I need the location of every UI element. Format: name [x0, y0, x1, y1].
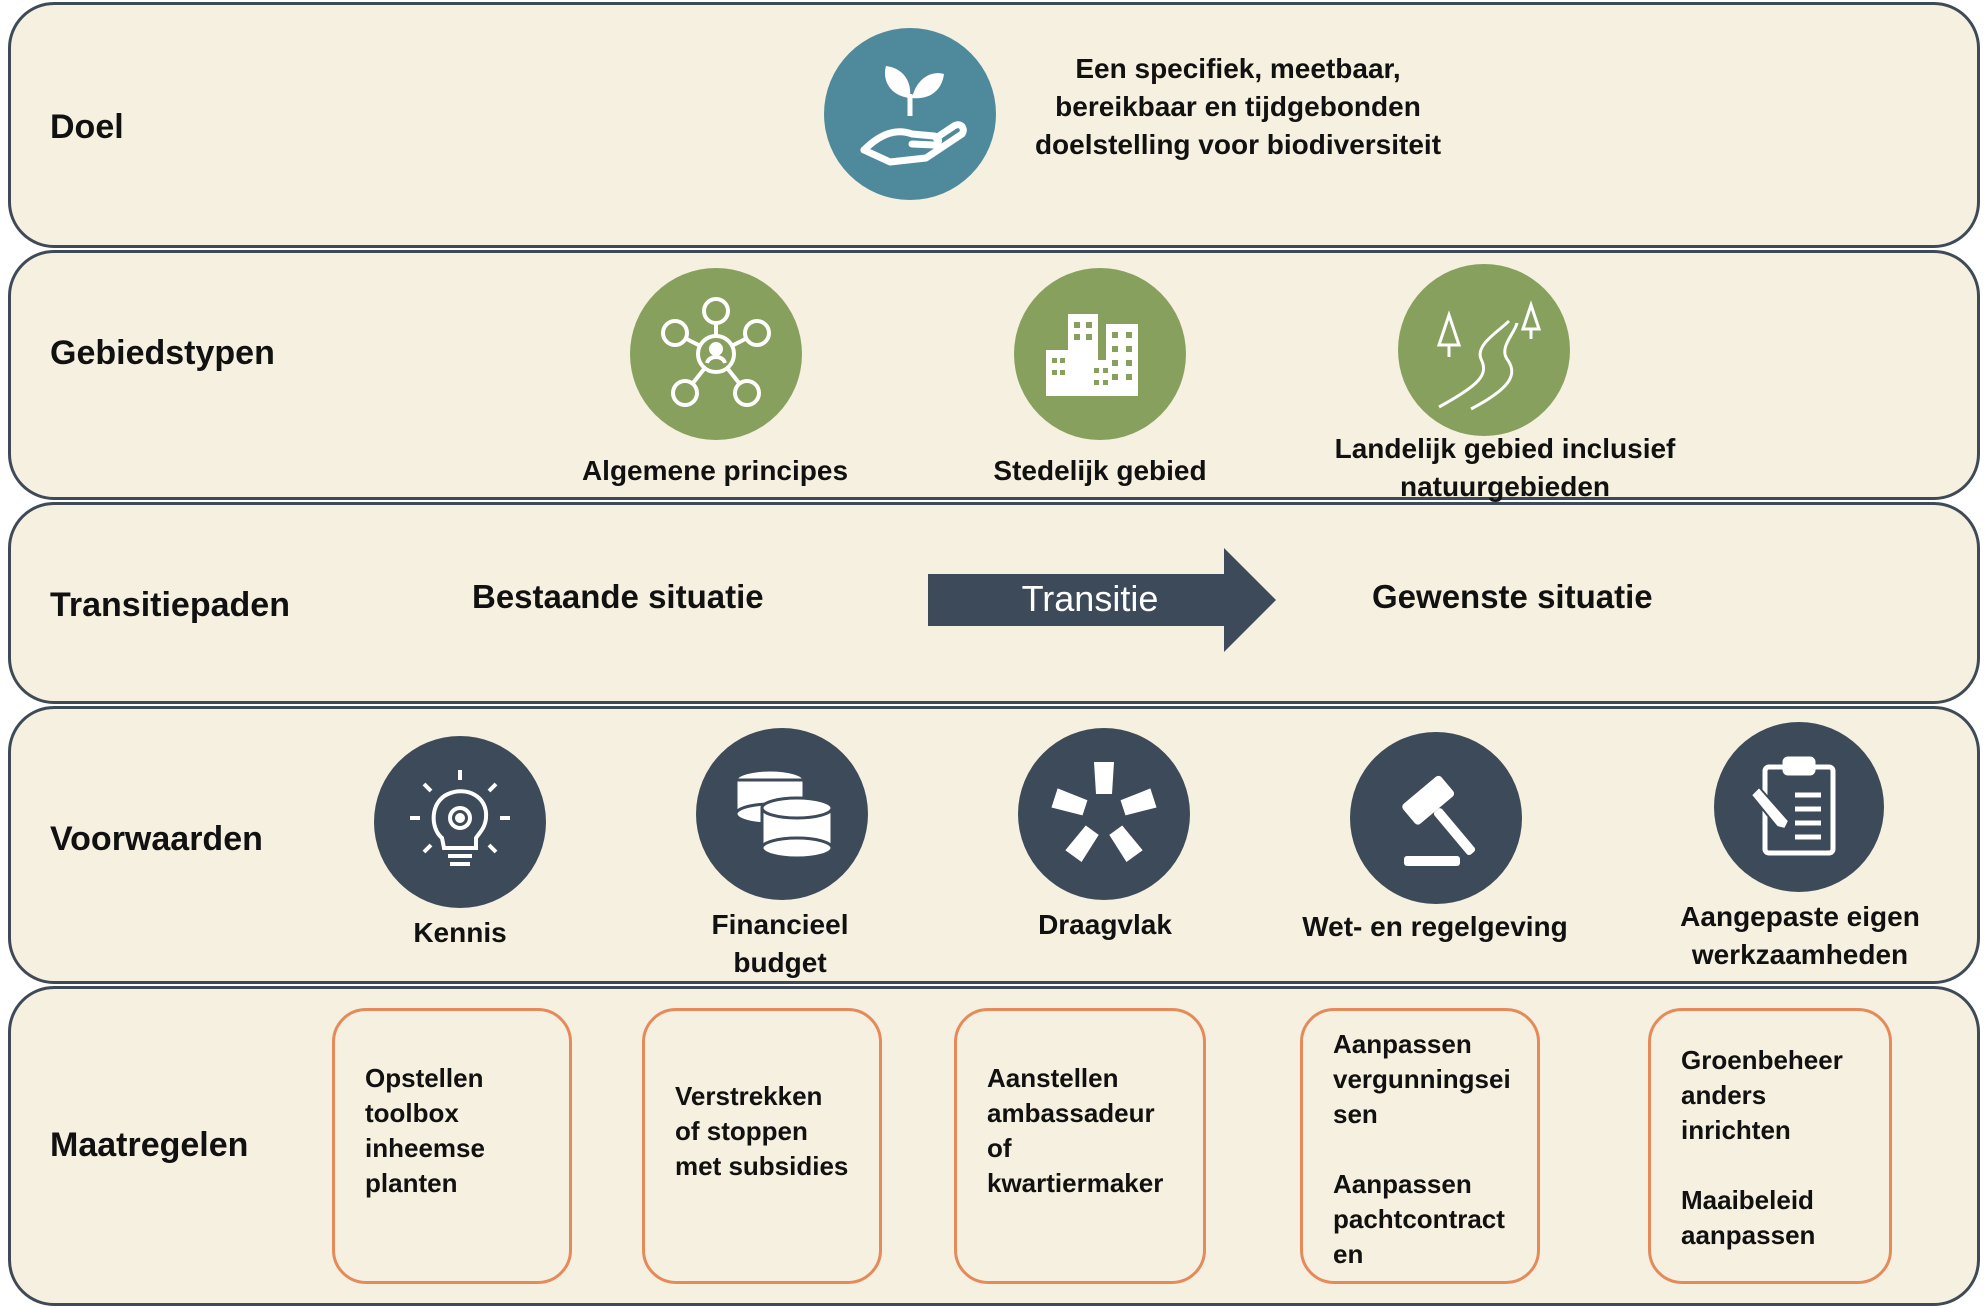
measures-row-label: Maatregelen — [50, 1126, 249, 1164]
coins-icon — [696, 728, 868, 900]
measure-card-toolbox: Opstellen toolbox inheemse planten — [332, 1008, 572, 1284]
measure-card-ambassador: Aanstellen ambassadeur of kwartiermaker — [954, 1008, 1206, 1284]
measure-card-permits: Aanpassen vergunningsei sen Aanpassen pa… — [1300, 1008, 1540, 1284]
measure-card-subsidies: Verstrekken of stoppen met subsidies — [642, 1008, 882, 1284]
conditions-band — [8, 706, 1980, 984]
rural-road-trees-icon — [1398, 264, 1570, 436]
area-type-label-urban: Stedelijk gebied — [993, 455, 1207, 486]
measure-text-toolbox: Opstellen toolbox inheemse planten — [365, 1063, 485, 1198]
hand-plant-icon — [824, 28, 996, 200]
area-type-label-general: Algemene principes — [581, 455, 849, 486]
measure-card-green-management: Groenbeheer anders inrichten Maaibeleid … — [1648, 1008, 1892, 1284]
transition-arrow-label: Transitie — [1021, 578, 1159, 619]
transition-arrow — [928, 548, 1276, 652]
lightbulb-gear-icon — [374, 736, 546, 908]
network-people-icon — [630, 268, 802, 440]
area-types-band — [8, 250, 1980, 500]
area-types-row-label: Gebiedstypen — [50, 334, 275, 372]
transition-row-label: Transitiepaden — [50, 586, 290, 624]
measure-text-ambassador: Aanstellen ambassadeur of kwartiermaker — [987, 1063, 1164, 1198]
joined-hands-icon — [1018, 728, 1190, 900]
condition-label-budget: Financieel budget — [711, 909, 849, 978]
measure-text-green-management: Groenbeheer anders inrichten Maaibeleid … — [1681, 1045, 1843, 1250]
desired-situation-label: Gewenste situatie — [1372, 578, 1653, 615]
area-type-label-rural: Landelijk gebied inclusief natuurgebiede… — [1334, 433, 1676, 502]
measure-text-subsidies: Verstrekken of stoppen met subsidies — [675, 1081, 849, 1181]
condition-label-legislation: Wet- en regelgeving — [1302, 911, 1568, 942]
city-buildings-icon — [1014, 268, 1186, 440]
clipboard-pencil-icon — [1714, 722, 1884, 892]
goal-description: Een specifiek, meetbaar, bereikbaar en t… — [1034, 53, 1442, 160]
condition-label-support: Draagvlak — [1038, 909, 1172, 940]
goal-row-label: Doel — [50, 108, 124, 146]
condition-label-knowledge: Kennis — [413, 917, 507, 948]
condition-label-own-work: Aangepaste eigen werkzaamheden — [1680, 901, 1920, 970]
gavel-icon — [1350, 732, 1522, 904]
current-situation-label: Bestaande situatie — [472, 578, 764, 615]
measure-text-permits: Aanpassen vergunningsei sen Aanpassen pa… — [1333, 1029, 1511, 1269]
conditions-row-label: Voorwaarden — [50, 820, 263, 858]
